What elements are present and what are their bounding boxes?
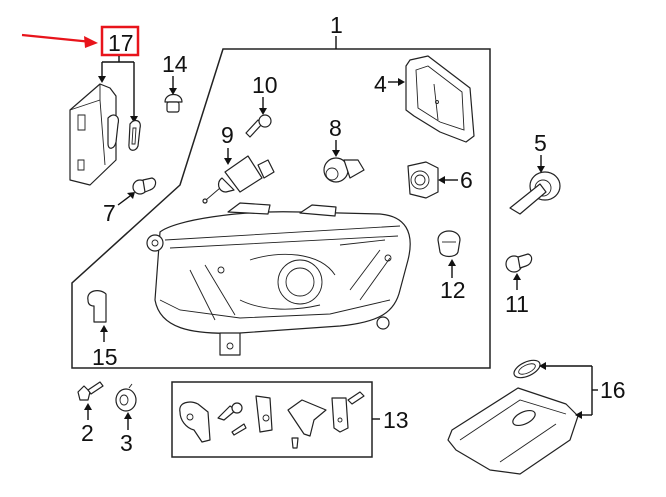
callout-12[interactable]: 12	[440, 277, 466, 303]
leader-14	[169, 76, 177, 95]
part-8-bulb[interactable]	[323, 157, 365, 183]
callout-10[interactable]: 10	[252, 72, 278, 98]
part-16-control-module[interactable]	[447, 387, 579, 475]
callout-3[interactable]: 3	[120, 430, 133, 456]
callout-9[interactable]: 9	[221, 122, 234, 148]
callout-17[interactable]: 17	[108, 30, 134, 56]
part-15-connector-cap[interactable]	[87, 290, 107, 323]
part-3-nut[interactable]	[115, 383, 137, 412]
part-6-socket[interactable]	[407, 161, 439, 199]
part-7-bulb[interactable]	[132, 177, 157, 195]
leader-5	[537, 155, 545, 173]
callout-16[interactable]: 16	[600, 377, 626, 403]
leader-16	[539, 362, 598, 419]
leader-2	[84, 403, 92, 420]
leader-9	[224, 148, 232, 165]
part-11-bulb[interactable]	[505, 253, 533, 273]
leader-17	[98, 56, 138, 123]
part-17-control-unit[interactable]	[69, 83, 141, 186]
leader-6	[438, 176, 458, 184]
part-5-bulb[interactable]	[509, 171, 561, 215]
callout-2[interactable]: 2	[81, 420, 94, 446]
callout-1[interactable]: 1	[330, 12, 343, 38]
callout-13[interactable]: 13	[383, 407, 409, 433]
callout-7[interactable]: 7	[103, 200, 116, 226]
part-12-bulb[interactable]	[437, 230, 461, 258]
callout-6[interactable]: 6	[460, 167, 473, 193]
part-13-repair-kit-items[interactable]	[179, 391, 365, 449]
leader-7	[117, 192, 135, 206]
callout-4[interactable]: 4	[374, 71, 387, 97]
part-10-screw[interactable]	[245, 114, 272, 138]
highlight-box-17[interactable]	[100, 25, 140, 57]
callout-11[interactable]: 11	[505, 291, 529, 317]
part-2-bolt[interactable]	[77, 381, 104, 401]
callout-5[interactable]: 5	[534, 130, 547, 156]
part-14-cap[interactable]	[164, 93, 183, 113]
leader-11	[513, 273, 521, 290]
callout-15[interactable]: 15	[92, 344, 118, 370]
part-4-cover[interactable]	[405, 55, 475, 143]
leader-15	[100, 325, 108, 342]
callout-8[interactable]: 8	[329, 115, 342, 141]
highlight-pointer-arrow	[21, 33, 98, 48]
part-16-gasket[interactable]	[511, 357, 542, 382]
leader-10	[259, 97, 267, 115]
leader-12	[448, 259, 456, 278]
leader-3	[124, 412, 132, 430]
part-1-headlamp-housing[interactable]	[146, 202, 411, 356]
part-9-level-motor[interactable]	[202, 155, 275, 204]
assembly-1-frame	[71, 48, 491, 369]
leader-8	[332, 140, 340, 157]
callout-14[interactable]: 14	[162, 51, 188, 77]
leader-4	[388, 78, 405, 86]
